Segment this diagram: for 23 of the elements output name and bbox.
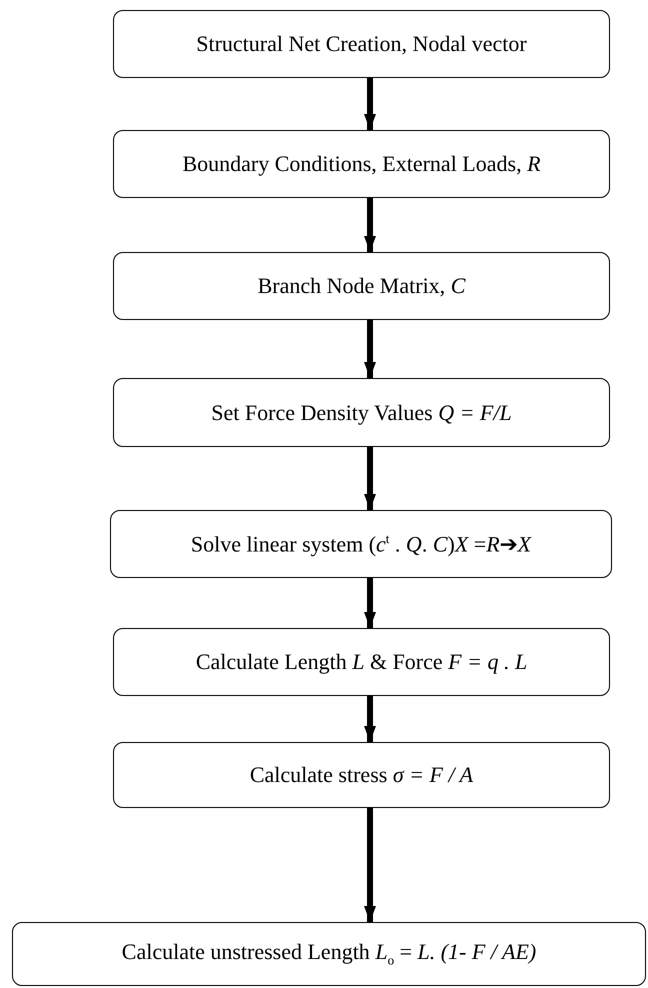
process-box bbox=[113, 10, 610, 78]
arrow bbox=[364, 578, 376, 628]
step-text: Calculate unstressed Length L$_{o}$ = L. (1- F / AE) bbox=[122, 939, 536, 969]
process-box bbox=[113, 742, 610, 808]
arrow bbox=[364, 320, 376, 378]
arrow bbox=[364, 808, 376, 922]
step-text: Solve linear system (c$^{t}$ . Q. C)X =R➔X bbox=[190, 530, 532, 558]
step-text: Branch Node Matrix, C bbox=[258, 273, 466, 299]
arrow bbox=[364, 447, 376, 510]
step-text: Set Force Density Values Q = F/L bbox=[211, 400, 512, 426]
step-text: Boundary Conditions, External Loads, R bbox=[182, 151, 541, 177]
step-text: Calculate Length L & Force F = q . L bbox=[196, 649, 528, 675]
arrow bbox=[364, 198, 376, 252]
process-box bbox=[113, 252, 610, 320]
step-text: Calculate stress σ = F / A bbox=[250, 762, 474, 788]
arrow bbox=[364, 78, 376, 130]
arrow bbox=[364, 696, 376, 742]
process-box bbox=[113, 628, 610, 696]
process-box bbox=[113, 378, 610, 447]
process-box bbox=[110, 510, 612, 578]
process-box bbox=[12, 922, 646, 986]
process-box bbox=[113, 130, 610, 198]
step-text: Structural Net Creation, Nodal vector bbox=[196, 31, 527, 57]
